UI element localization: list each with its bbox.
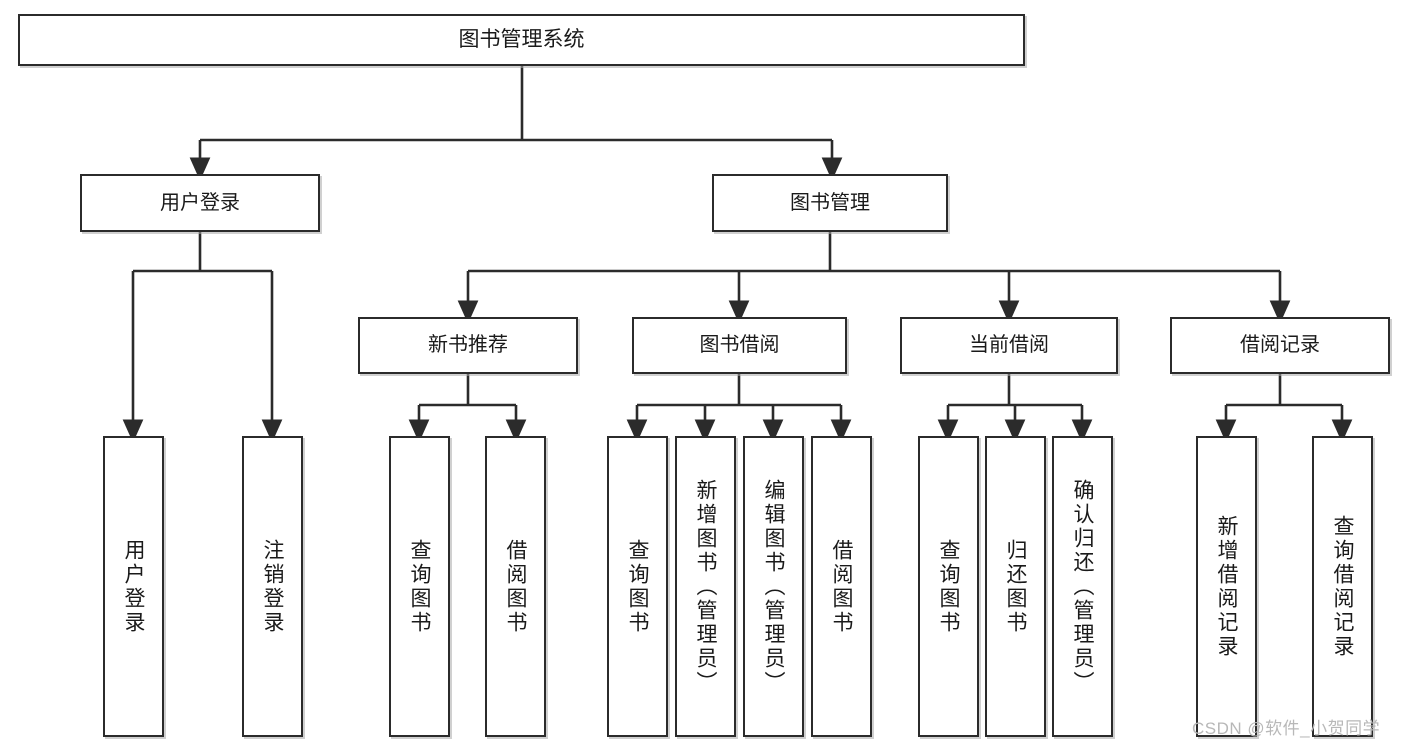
node-leaf-add-record-label: 新增借阅记录	[1215, 514, 1238, 659]
node-leaf-query-book-3[interactable]: 查询图书	[918, 436, 979, 737]
node-leaf-query-book-2-label: 查询图书	[626, 538, 649, 635]
node-leaf-return-book[interactable]: 归还图书	[985, 436, 1046, 737]
node-leaf-borrow-book-1-label: 借阅图书	[504, 538, 527, 635]
node-leaf-user-login[interactable]: 用户登录	[103, 436, 164, 737]
node-leaf-return-book-label: 归还图书	[1004, 538, 1027, 635]
node-root-label: 图书管理系统	[458, 27, 585, 51]
node-leaf-add-book-label: 新增图书（管理员）	[694, 478, 717, 695]
node-leaf-add-record[interactable]: 新增借阅记录	[1196, 436, 1257, 737]
node-borrow-record-label: 借阅记录	[1240, 334, 1320, 356]
node-leaf-borrow-book-2-label: 借阅图书	[830, 538, 853, 635]
node-leaf-borrow-book-2[interactable]: 借阅图书	[811, 436, 872, 737]
node-leaf-query-record[interactable]: 查询借阅记录	[1312, 436, 1373, 737]
node-new-book-recommend[interactable]: 新书推荐	[358, 317, 578, 374]
node-current-borrow[interactable]: 当前借阅	[900, 317, 1118, 374]
node-leaf-user-login-label: 用户登录	[122, 538, 145, 635]
node-current-borrow-label: 当前借阅	[969, 334, 1049, 356]
node-book-borrow-label: 图书借阅	[699, 334, 780, 356]
node-leaf-query-book-3-label: 查询图书	[937, 538, 960, 635]
node-book-borrow[interactable]: 图书借阅	[632, 317, 847, 374]
csdn-watermark: CSDN @软件_小贺同学	[1192, 719, 1381, 738]
node-user-login[interactable]: 用户登录	[80, 174, 320, 232]
node-leaf-borrow-book-1[interactable]: 借阅图书	[485, 436, 546, 737]
node-new-book-recommend-label: 新书推荐	[428, 334, 508, 356]
node-leaf-user-logout[interactable]: 注销登录	[242, 436, 303, 737]
node-leaf-confirm-return[interactable]: 确认归还（管理员）	[1052, 436, 1113, 737]
node-leaf-query-record-label: 查询借阅记录	[1331, 514, 1354, 659]
node-leaf-user-logout-label: 注销登录	[261, 538, 284, 635]
node-leaf-query-book-1-label: 查询图书	[408, 538, 431, 635]
node-leaf-confirm-return-label: 确认归还（管理员）	[1071, 478, 1094, 695]
node-user-login-label: 用户登录	[160, 191, 240, 214]
node-leaf-query-book-1[interactable]: 查询图书	[389, 436, 450, 737]
node-leaf-add-book[interactable]: 新增图书（管理员）	[675, 436, 736, 737]
node-leaf-edit-book[interactable]: 编辑图书（管理员）	[743, 436, 804, 737]
node-root[interactable]: 图书管理系统	[18, 14, 1025, 66]
node-borrow-record[interactable]: 借阅记录	[1170, 317, 1390, 374]
node-book-management-label: 图书管理	[790, 191, 870, 214]
node-leaf-edit-book-label: 编辑图书（管理员）	[762, 478, 785, 695]
node-book-management[interactable]: 图书管理	[712, 174, 948, 232]
node-leaf-query-book-2[interactable]: 查询图书	[607, 436, 668, 737]
